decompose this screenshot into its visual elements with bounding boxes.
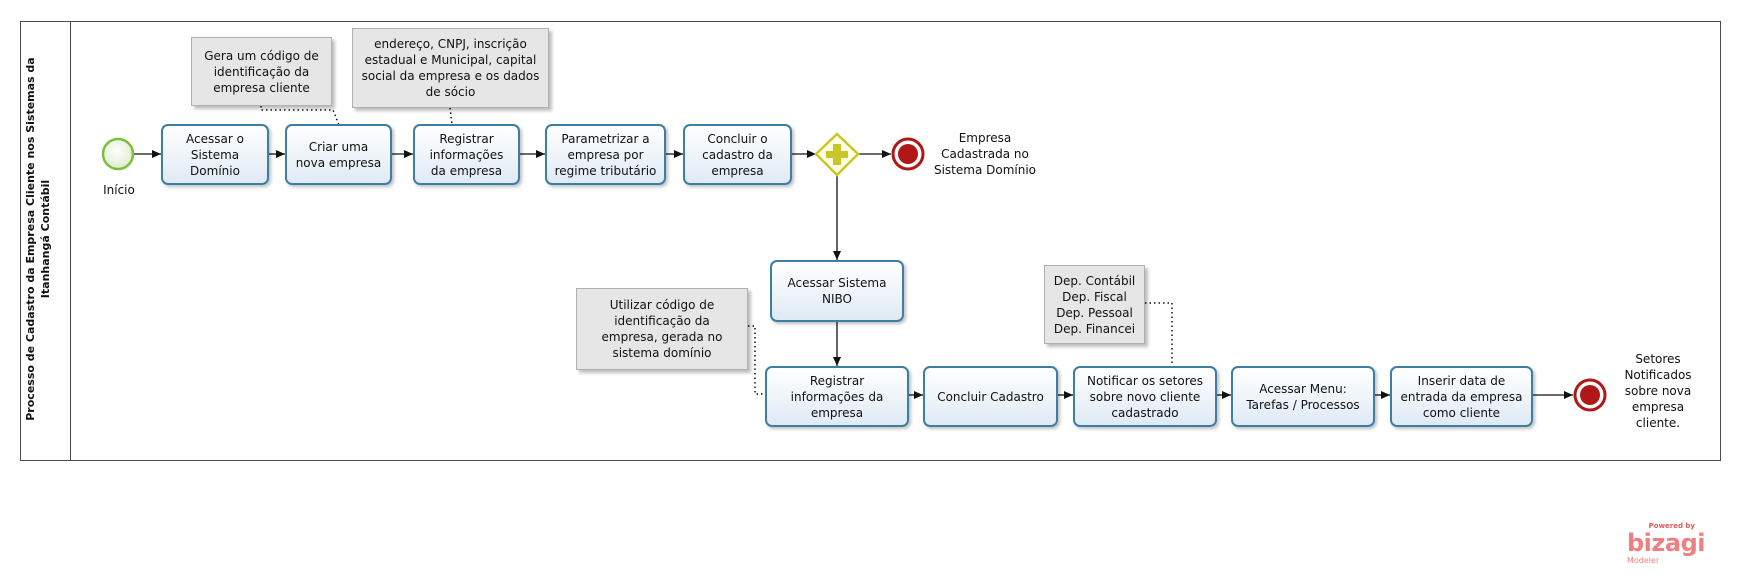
parallel-gateway bbox=[814, 132, 860, 177]
end-event-2 bbox=[1573, 378, 1607, 412]
task-notificar-setores[interactable]: Notificar os setores sobre novo cliente … bbox=[1073, 366, 1217, 427]
powered-by-text: Powered by bbox=[1648, 522, 1695, 530]
end-event-1-label: Empresa Cadastrada no Sistema Domínio bbox=[933, 131, 1037, 177]
annotation-utilizar-codigo: Utilizar código de identificação da empr… bbox=[576, 288, 748, 370]
task-registrar-informacoes-1[interactable]: Registrar informações da empresa bbox=[413, 124, 520, 185]
association-endereco bbox=[449, 107, 453, 125]
association-departamentos bbox=[1145, 302, 1173, 370]
task-inserir-data-entrada[interactable]: Inserir data de entrada da empresa como … bbox=[1390, 366, 1533, 427]
annotation-codigo-identificacao: Gera um código de identificação da empre… bbox=[191, 37, 332, 106]
task-acessar-menu[interactable]: Acessar Menu: Tarefas / Processos bbox=[1231, 366, 1375, 427]
product-text: Modeler bbox=[1627, 556, 1660, 565]
task-concluir-cadastro[interactable]: Concluir Cadastro bbox=[923, 366, 1058, 427]
lane-header: Processo de Cadastro da Empresa Cliente … bbox=[20, 21, 71, 461]
end-event-2-label: Setores Notificados sobre nova empresa c… bbox=[1624, 352, 1692, 430]
brand-text: bizagi bbox=[1627, 529, 1705, 557]
task-parametrizar-empresa[interactable]: Parametrizar a empresa por regime tribut… bbox=[545, 124, 666, 185]
task-concluir-cadastro-empresa[interactable]: Concluir o cadastro da empresa bbox=[683, 124, 792, 185]
association-codigo bbox=[260, 106, 340, 126]
annotation-dados-empresa: endereço, CNPJ, inscrição estadual e Mun… bbox=[352, 28, 549, 108]
bizagi-logo: Powered by bizagi Modeler bbox=[1623, 522, 1705, 565]
task-registrar-informacoes-2[interactable]: Registrar informações da empresa bbox=[765, 366, 909, 427]
start-event bbox=[101, 137, 135, 171]
annotation-departamentos: Dep. Contábil Dep. Fiscal Dep. Pessoal D… bbox=[1044, 265, 1145, 344]
start-event-label: Início bbox=[103, 183, 135, 197]
task-acessar-sistema-nibo[interactable]: Acessar Sistema NIBO bbox=[770, 260, 904, 322]
pool bbox=[20, 21, 1721, 461]
association-utilizar bbox=[748, 325, 765, 395]
task-criar-nova-empresa[interactable]: Criar uma nova empresa bbox=[285, 124, 392, 185]
end-event-1 bbox=[891, 137, 925, 171]
task-acessar-sistema-dominio[interactable]: Acessar o Sistema Domínio bbox=[161, 124, 269, 185]
